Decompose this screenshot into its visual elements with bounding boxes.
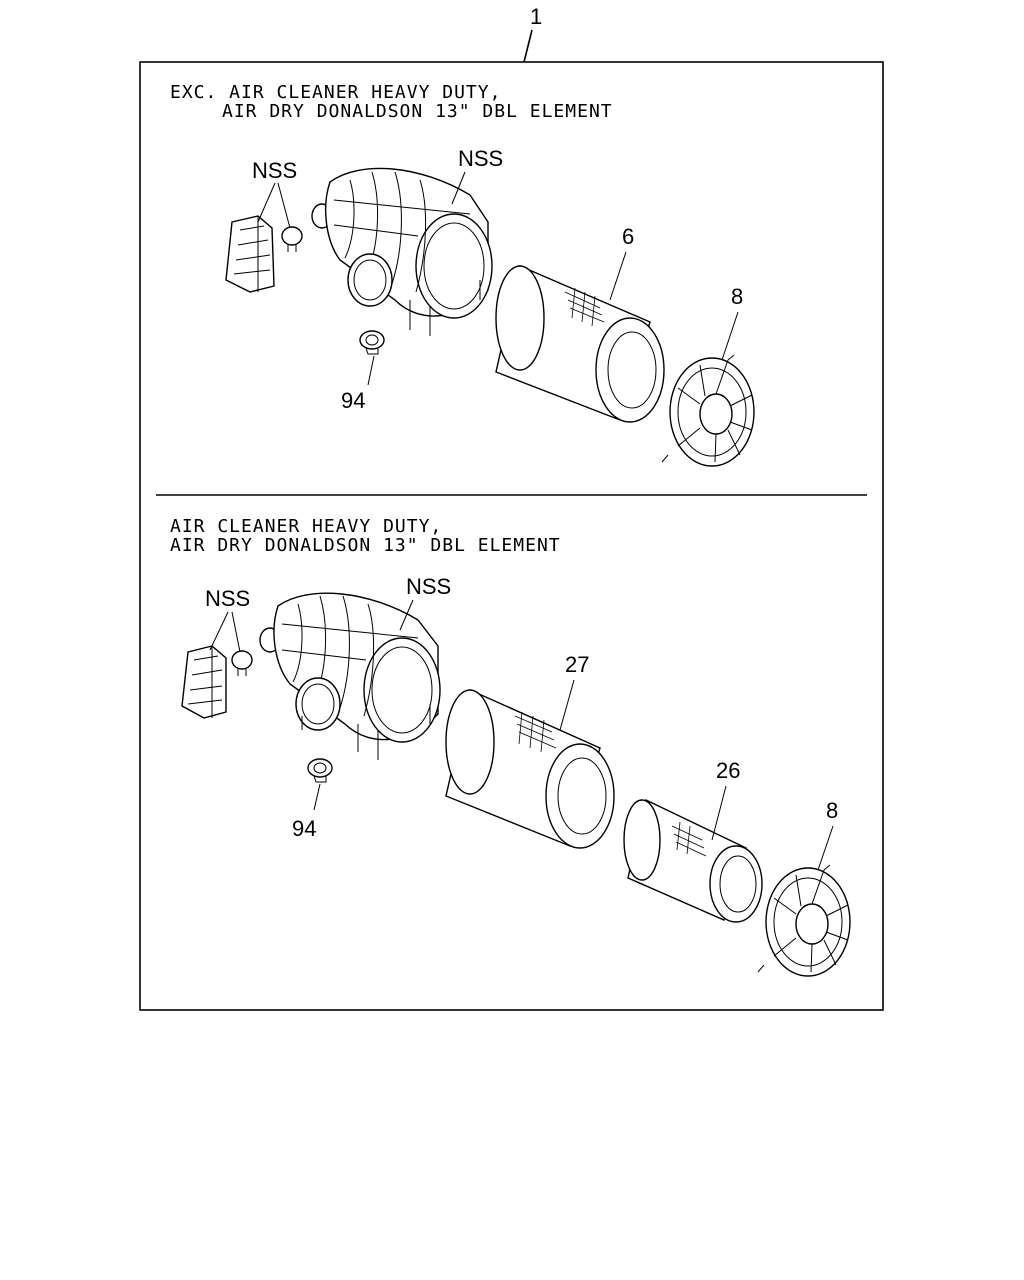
callout-bracket-nss: NSS bbox=[252, 158, 297, 183]
mounting-bracket bbox=[225, 215, 275, 293]
callout-cover-8: 8 bbox=[826, 798, 838, 823]
callout-indicator-94: 94 bbox=[292, 816, 316, 841]
leader-assembly bbox=[523, 29, 533, 63]
hose-clamp bbox=[281, 226, 303, 252]
callout-housing-nss: NSS bbox=[458, 146, 503, 171]
callout-bracket-nss: NSS bbox=[205, 586, 250, 611]
callout-indicator-94: 94 bbox=[341, 388, 365, 413]
restriction-indicator bbox=[359, 330, 385, 355]
restriction-indicator bbox=[307, 758, 333, 783]
callout-filter-27: 27 bbox=[565, 652, 589, 677]
hose-clamp bbox=[231, 650, 253, 676]
section-std: AIR CLEANER HEAVY DUTY, AIR DRY DONALDSO… bbox=[170, 516, 851, 977]
callout-filter-26: 26 bbox=[716, 758, 740, 783]
filter-element-primary bbox=[495, 265, 665, 423]
air-cleaner-housing bbox=[311, 167, 493, 336]
callout-filter-6: 6 bbox=[622, 224, 634, 249]
air-cleaner-housing bbox=[259, 592, 441, 760]
callout-cover-8: 8 bbox=[731, 284, 743, 309]
section-exc-header-line2: AIR DRY DONALDSON 13" DBL ELEMENT bbox=[222, 101, 613, 122]
end-cover bbox=[757, 864, 851, 977]
diagram-frame bbox=[139, 61, 884, 1011]
section-std-header-line2: AIR DRY DONALDSON 13" DBL ELEMENT bbox=[170, 535, 561, 556]
filter-element-secondary bbox=[623, 798, 763, 923]
end-cover bbox=[661, 354, 755, 467]
callout-housing-nss: NSS bbox=[406, 574, 451, 599]
section-exc-header-line1: EXC. AIR CLEANER HEAVY DUTY, bbox=[170, 82, 501, 103]
section-std-header-line1: AIR CLEANER HEAVY DUTY, bbox=[170, 516, 442, 537]
section-exc: EXC. AIR CLEANER HEAVY DUTY, AIR DRY DON… bbox=[170, 82, 755, 467]
callout-assembly: 1 bbox=[530, 4, 542, 29]
filter-element-primary bbox=[445, 689, 615, 849]
mounting-bracket bbox=[181, 645, 227, 719]
